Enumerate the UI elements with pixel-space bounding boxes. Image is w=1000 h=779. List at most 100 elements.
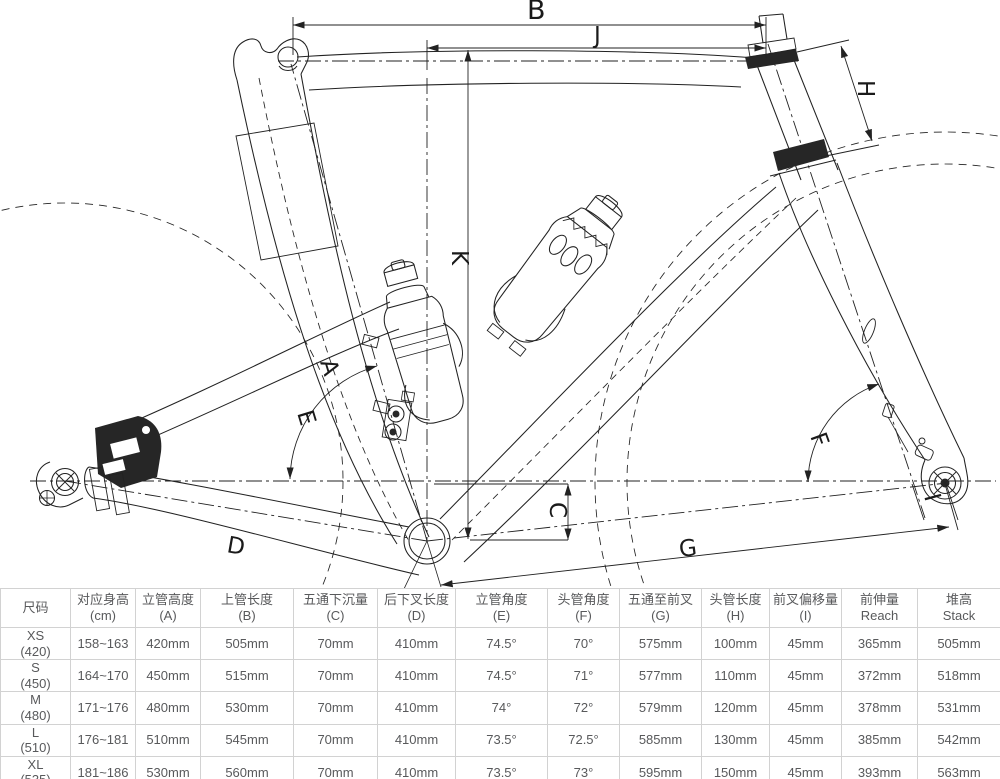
label-C: C xyxy=(544,502,570,518)
top-tube xyxy=(296,50,756,59)
size-cell: XS(420) xyxy=(0,626,71,661)
water-bottle-down-tube xyxy=(486,194,623,357)
fender-tab xyxy=(882,403,895,419)
value-cell: 158~163 xyxy=(70,626,136,661)
value-cell: 372mm xyxy=(841,659,918,693)
value-cell: 110mm xyxy=(701,659,770,693)
seat-stay xyxy=(99,301,391,437)
label-H: H xyxy=(852,80,878,97)
value-cell: 45mm xyxy=(769,659,842,693)
value-cell: 176~181 xyxy=(70,723,136,757)
value-cell: 45mm xyxy=(769,691,842,725)
value-cell: 505mm xyxy=(200,626,294,661)
bottle-bolt xyxy=(486,322,505,340)
size-cell: L(510) xyxy=(0,723,71,757)
axle-lever xyxy=(914,444,934,461)
label-I: I xyxy=(918,491,945,504)
value-cell: 74.5° xyxy=(455,659,548,693)
value-cell: 45mm xyxy=(769,626,842,661)
size-cell: XL(535) xyxy=(0,755,71,779)
label-J: J xyxy=(592,23,601,49)
column-header: 立管角度(E) xyxy=(455,588,548,628)
center-lines xyxy=(30,43,996,542)
value-cell: 531mm xyxy=(917,691,1000,725)
wheel-outlines xyxy=(0,131,1000,588)
value-cell: 171~176 xyxy=(70,691,136,725)
value-cell: 70mm xyxy=(293,659,378,693)
fork-blade xyxy=(778,172,926,461)
column-header: 前叉偏移量(I) xyxy=(769,588,842,628)
value-cell: 515mm xyxy=(200,659,294,693)
value-cell: 72.5° xyxy=(547,723,620,757)
value-cell: 74.5° xyxy=(455,626,548,661)
value-cell: 365mm xyxy=(841,626,918,661)
value-cell: 72° xyxy=(547,691,620,725)
value-cell: 577mm xyxy=(619,659,702,693)
value-cell: 410mm xyxy=(377,755,456,779)
derailleur-hanger xyxy=(38,489,56,507)
value-cell: 545mm xyxy=(200,723,294,757)
frame-geometry-diagram: B J K A E C D G F H I xyxy=(0,0,1000,588)
value-cell: 45mm xyxy=(769,723,842,757)
value-cell: 410mm xyxy=(377,691,456,725)
bottle-bolt xyxy=(508,339,527,357)
label-A: A xyxy=(314,356,344,379)
seat-angle-arc xyxy=(286,365,378,480)
down-tube xyxy=(439,186,777,520)
fork-vent xyxy=(862,318,876,344)
rear-dropout xyxy=(35,461,84,508)
value-cell: 73.5° xyxy=(455,723,548,757)
value-cell: 585mm xyxy=(619,723,702,757)
bottle-bolt xyxy=(361,333,380,349)
value-cell: 510mm xyxy=(135,723,201,757)
label-F: F xyxy=(804,429,833,450)
value-cell: 70mm xyxy=(293,723,378,757)
seat-tube-panel xyxy=(235,122,339,261)
value-cell: 542mm xyxy=(917,723,1000,757)
front-tire-outline xyxy=(594,131,1000,588)
headset-spacers xyxy=(745,49,799,69)
column-header: 头管角度(F) xyxy=(547,588,620,628)
value-cell: 450mm xyxy=(135,659,201,693)
value-cell: 420mm xyxy=(135,626,201,661)
value-cell: 518mm xyxy=(917,659,1000,693)
value-cell: 595mm xyxy=(619,755,702,779)
dimension-labels: B J K A E C D G F H I xyxy=(225,0,945,563)
column-header: 五通下沉量(C) xyxy=(293,588,378,628)
bike-frame xyxy=(35,13,969,588)
size-cell: S(450) xyxy=(0,659,71,693)
label-K: K xyxy=(446,250,472,266)
column-header: 头管长度(H) xyxy=(701,588,770,628)
dimension-lines xyxy=(286,17,959,588)
value-cell: 130mm xyxy=(701,723,770,757)
value-cell: 45mm xyxy=(769,755,842,779)
value-cell: 579mm xyxy=(619,691,702,725)
disc-brake-caliper xyxy=(88,416,162,516)
value-cell: 410mm xyxy=(377,659,456,693)
value-cell: 575mm xyxy=(619,626,702,661)
table-row: XL(535)181~186530mm560mm70mm410mm73.5°73… xyxy=(0,755,1000,779)
value-cell: 150mm xyxy=(701,755,770,779)
dim-H xyxy=(840,45,873,142)
value-cell: 164~170 xyxy=(70,659,136,693)
label-G: G xyxy=(678,535,699,563)
front-wheel-outline xyxy=(626,163,1000,588)
value-cell: 73° xyxy=(547,755,620,779)
label-B: B xyxy=(527,0,546,26)
value-cell: 100mm xyxy=(701,626,770,661)
column-header: 后下叉长度(D) xyxy=(377,588,456,628)
water-bottle-seat-tube xyxy=(383,259,464,424)
crown-bearing xyxy=(773,139,829,171)
value-cell: 71° xyxy=(547,659,620,693)
column-header: 立管高度(A) xyxy=(135,588,201,628)
geometry-table-header-row: 尺码对应身高(cm)立管高度(A)上管长度(B)五通下沉量(C)后下叉长度(D)… xyxy=(0,588,1000,628)
label-E: E xyxy=(291,407,320,429)
value-cell: 480mm xyxy=(135,691,201,725)
steerer-tube xyxy=(758,13,788,44)
value-cell: 410mm xyxy=(377,626,456,661)
value-cell: 563mm xyxy=(917,755,1000,779)
